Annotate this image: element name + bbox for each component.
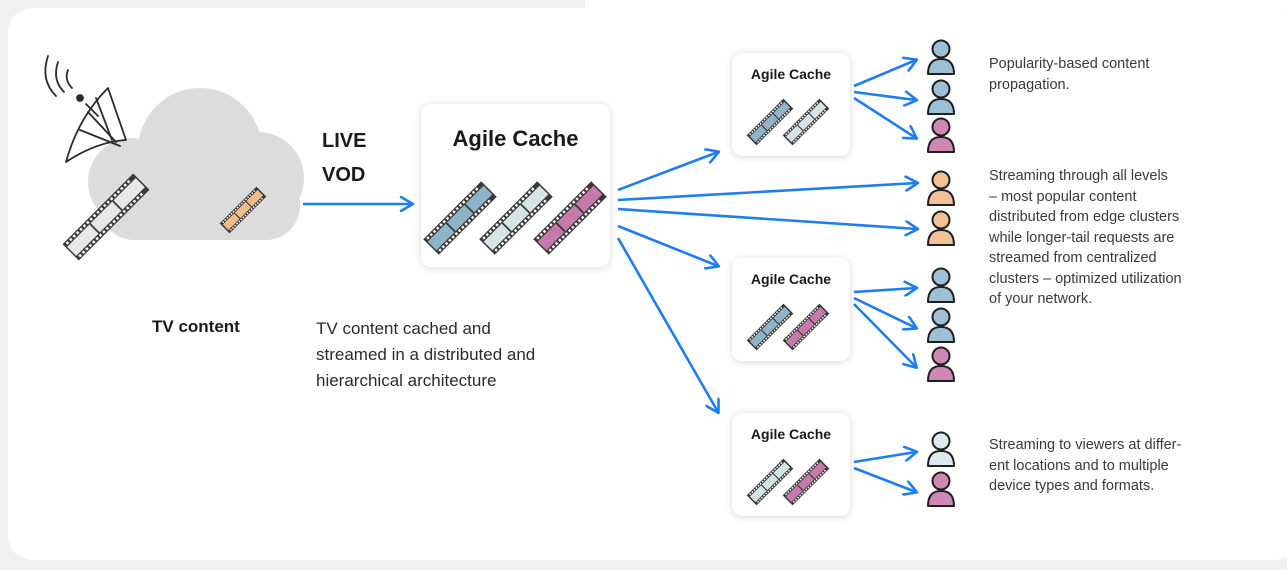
satellite-dish-icon <box>44 55 127 163</box>
film-strip-icon <box>219 186 267 234</box>
note-line: ent locations and to multiple <box>989 457 1169 474</box>
edge-cache-box-3: Agile Cache <box>732 413 850 516</box>
caption-line: hierarchical architecture <box>316 371 497 390</box>
note-line: propagation. <box>989 76 1070 93</box>
note-streaming-levels: Streaming through all levels – most popu… <box>989 166 1182 310</box>
caption-line: TV content cached and <box>316 319 491 338</box>
user-icon <box>927 267 955 303</box>
edge-cache-box-2: Agile Cache <box>732 258 850 361</box>
arrow-edge-to-user <box>853 466 916 492</box>
user-icon <box>927 117 955 153</box>
tv-content-label: TV content <box>152 317 240 336</box>
note-line: streamed from centralized <box>989 250 1157 266</box>
caption-line: streamed in a distributed and <box>316 345 536 364</box>
user-icon <box>927 307 955 343</box>
note-line: clusters – optimized utilization <box>989 270 1182 287</box>
user-icon <box>927 79 955 115</box>
arrow-edge-to-user <box>853 303 916 367</box>
main-cache-title: Agile Cache <box>452 126 579 151</box>
arrow-edge-to-user <box>853 60 916 88</box>
user-icon <box>927 210 955 246</box>
arrow-cache-to-edge-1 <box>617 152 718 192</box>
top-strip <box>585 0 1287 10</box>
user-icon <box>927 39 955 75</box>
architecture-caption: TV content cached and streamed in a dist… <box>316 316 535 394</box>
note-line: Popularity-based content <box>989 56 1150 72</box>
arrow-cache-to-user <box>617 207 917 229</box>
note-line: distributed from edge clusters <box>989 209 1180 225</box>
arrow-edge-to-user <box>853 296 916 328</box>
film-strip-icon <box>62 173 150 261</box>
edge-cache-title-3: Agile Cache <box>750 426 832 442</box>
note-line: Streaming to viewers at differ- <box>989 437 1182 453</box>
arrow-cache-to-edge-2 <box>617 224 718 266</box>
arrow-edge-to-user <box>853 452 916 464</box>
cloud-icon <box>88 88 304 240</box>
user-icon <box>927 346 955 382</box>
note-line: device types and formats. <box>989 478 1155 494</box>
arrow-cache-to-edge-3 <box>616 237 718 412</box>
arrow-cache-to-user <box>617 183 917 202</box>
edge-cache-box-1: Agile Cache <box>732 53 850 156</box>
arrow-edge-to-user <box>853 288 916 292</box>
edge-cache-title-2: Agile Cache <box>750 271 832 287</box>
note-line: of your network. <box>989 291 1093 307</box>
stream-type-labels: LIVE VOD <box>322 124 366 192</box>
stream-type-live: LIVE <box>322 130 367 152</box>
arrow-edge-to-user <box>853 92 916 100</box>
note-viewers: Streaming to viewers at differ- ent loca… <box>989 435 1181 497</box>
arrow-edge-to-user <box>853 96 916 138</box>
note-line: Streaming through all levels <box>989 168 1168 184</box>
note-line: – most popular content <box>989 188 1137 205</box>
user-icon <box>927 170 955 206</box>
note-popularity: Popularity-based content propagation. <box>989 54 1149 95</box>
user-icon <box>927 471 955 507</box>
edge-cache-title-1: Agile Cache <box>750 66 832 82</box>
stream-type-vod: VOD <box>322 164 366 186</box>
user-icon <box>927 431 955 467</box>
note-line: while longer-tail requests are <box>989 229 1175 246</box>
main-cache-box: Agile Cache <box>421 104 610 267</box>
